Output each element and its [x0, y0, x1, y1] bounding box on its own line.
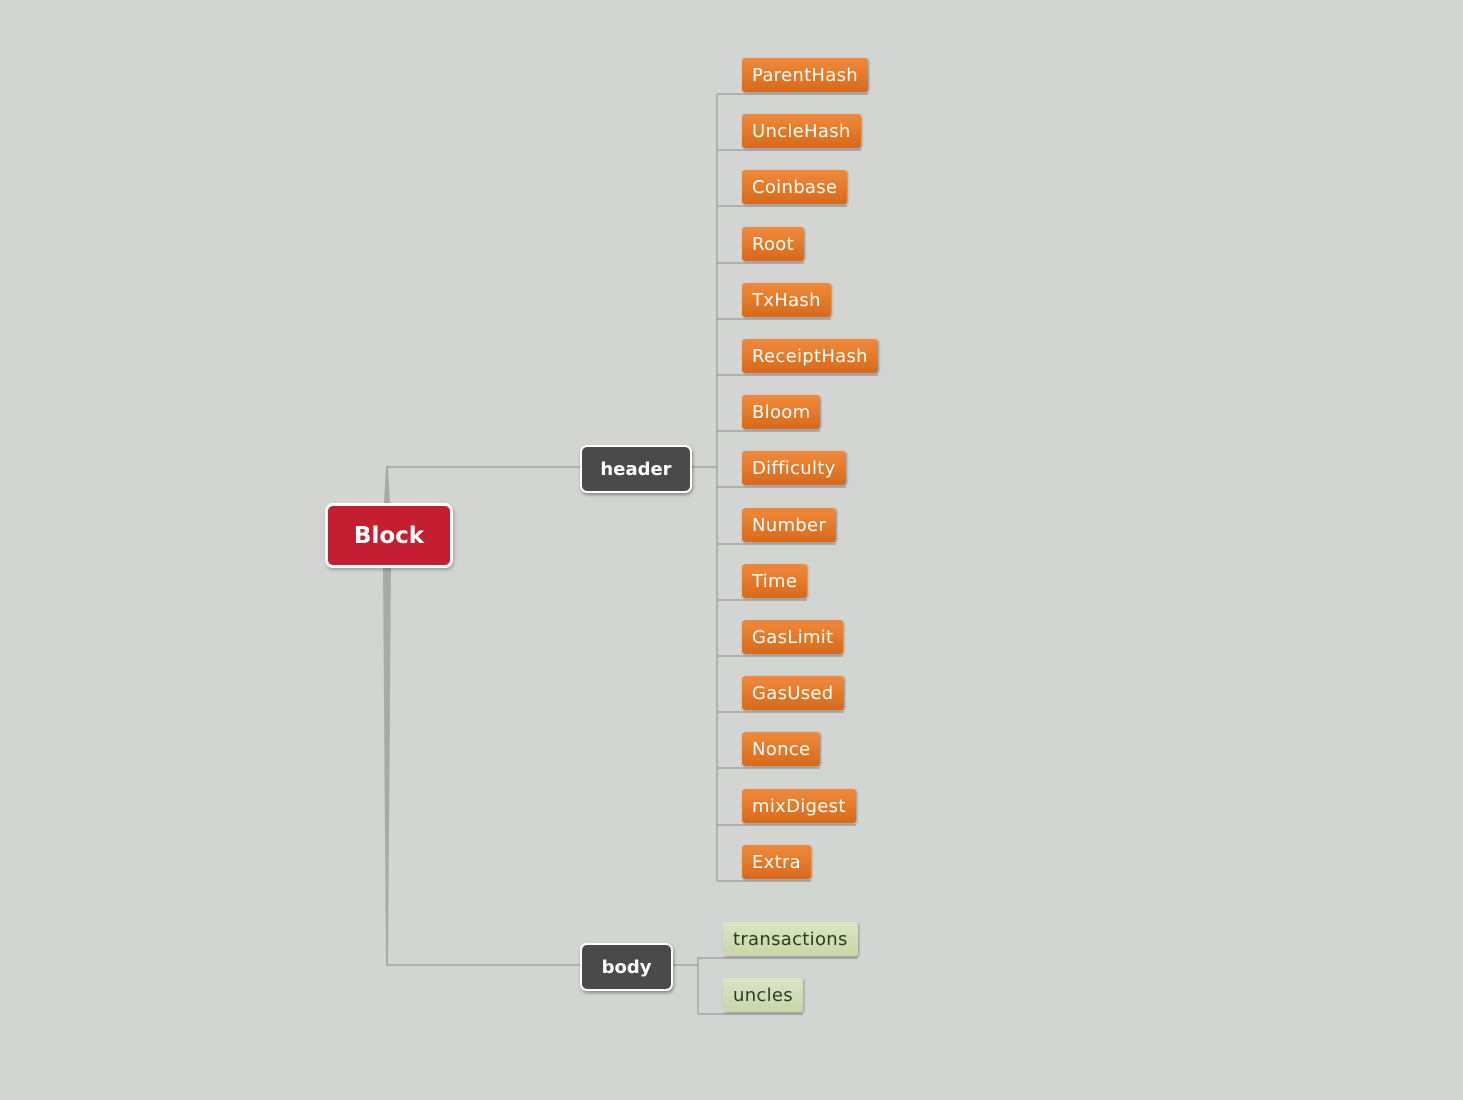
header-field-receipthash[interactable]: ReceiptHash [742, 339, 878, 373]
branch-label-body: body [601, 956, 652, 978]
header-field-time[interactable]: Time [742, 564, 808, 598]
header-field-number[interactable]: Number [742, 508, 837, 542]
header-field-parenthash[interactable]: ParentHash [742, 58, 868, 92]
header-field-nonce[interactable]: Nonce [742, 732, 821, 766]
header-field-txhash[interactable]: TxHash [742, 283, 831, 317]
header-field-gaslimit[interactable]: GasLimit [742, 620, 844, 654]
header-field-unclehash[interactable]: UncleHash [742, 114, 861, 148]
header-field-bloom[interactable]: Bloom [742, 395, 821, 429]
header-field-gasused[interactable]: GasUsed [742, 676, 844, 710]
branch-label-header: header [600, 458, 672, 480]
body-field-uncles[interactable]: uncles [723, 978, 803, 1012]
branch-node-header[interactable]: header [580, 445, 692, 493]
header-field-root[interactable]: Root [742, 227, 804, 261]
root-label: Block [353, 522, 425, 549]
header-field-mixdigest[interactable]: mixDigest [742, 789, 856, 823]
root-trunk [383, 568, 391, 965]
header-field-difficulty[interactable]: Difficulty [742, 451, 846, 485]
body-field-transactions[interactable]: transactions [723, 922, 858, 956]
root-node-block[interactable]: Block [325, 503, 453, 568]
header-field-extra[interactable]: Extra [742, 845, 812, 879]
root-trunk-top [384, 467, 390, 503]
header-field-coinbase[interactable]: Coinbase [742, 170, 848, 204]
branch-node-body[interactable]: body [580, 943, 673, 991]
